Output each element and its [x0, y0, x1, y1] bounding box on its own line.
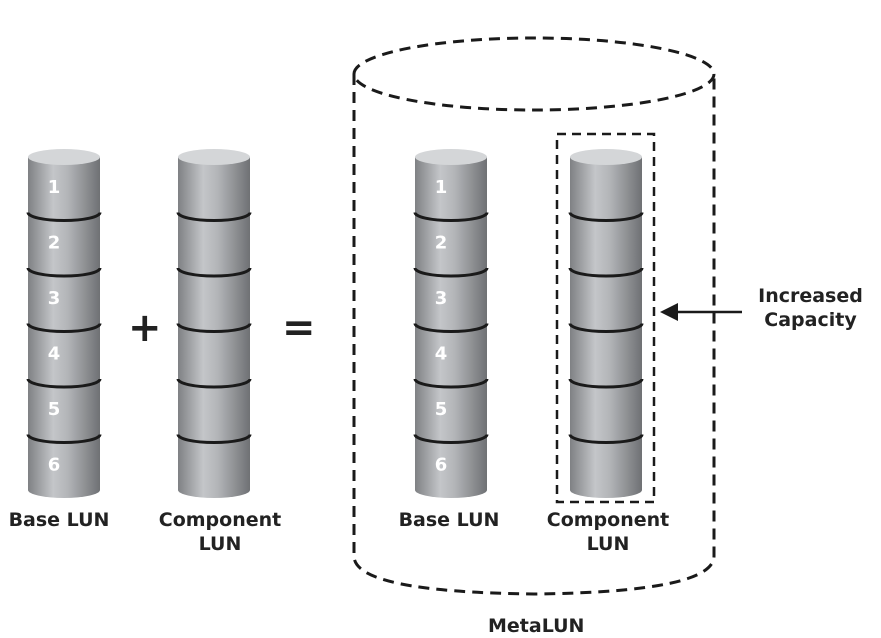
- left-base-lun-cylinder-segment-divider: [26, 267, 102, 278]
- left-base-lun-cylinder-segment-1-number: 1: [48, 177, 61, 198]
- component-lun-highlight-box: [555, 132, 656, 504]
- metalun-component-lun-cylinder-segment-divider: [568, 212, 644, 222]
- cylinders-layer: 1 2 3 4 5 6 1 2 3 4 5 6: [26, 149, 644, 498]
- metalun-base-lun-cylinder-segment-divider: [413, 378, 489, 389]
- metalun-base-lun-cylinder-segment-divider: [413, 434, 489, 444]
- callout-arrow: [660, 303, 742, 321]
- metalun-component-lun-label: Component LUN: [546, 509, 670, 555]
- metalun-label: MetaLUN: [484, 590, 589, 638]
- left-base-lun-cylinder-segment-divider: [26, 212, 102, 222]
- metalun-base-lun-cylinder-segment-6-number: 6: [435, 454, 448, 475]
- metalun-base-lun-cylinder-segment-1-number: 1: [435, 177, 448, 198]
- metalun-container: [352, 36, 716, 596]
- left-component-lun-cylinder-segment-divider: [176, 212, 252, 222]
- metalun-component-lun-cylinder-segment-divider: [568, 267, 644, 278]
- left-base-lun-cylinder-segment-2-number: 2: [48, 232, 61, 253]
- left-base-lun-cylinder-segment-divider: [26, 323, 102, 333]
- metalun-base-lun-cylinder-segment-2-number: 2: [435, 232, 448, 253]
- left-base-lun-cylinder-segment-divider: [26, 378, 102, 389]
- left-component-lun-cylinder-segment-divider: [176, 378, 252, 389]
- metalun-component-lun-cylinder-segment-divider: [568, 378, 644, 389]
- left-component-lun-cylinder-body: [178, 157, 250, 498]
- equals-symbol: =: [282, 305, 316, 351]
- left-component-lun-cylinder-segment-divider: [176, 434, 252, 444]
- metalun-base-lun-label: Base LUN: [398, 509, 500, 531]
- left-component-lun-cylinder-top-cap: [178, 149, 250, 165]
- metalun-base-lun-cylinder-segment-divider: [413, 212, 489, 222]
- metalun-label-text: MetaLUN: [484, 615, 589, 637]
- metalun-container-body: [352, 74, 716, 596]
- metalun-component-lun-cylinder: [568, 149, 644, 498]
- left-base-lun-cylinder-segment-5-number: 5: [48, 399, 61, 420]
- left-base-lun-cylinder-body: [28, 157, 100, 498]
- left-base-lun-cylinder-segment-6-number: 6: [48, 454, 61, 475]
- metalun-diagram: 1 2 3 4 5 6 1 2 3 4 5 6: [26, 36, 742, 596]
- metalun-base-lun-cylinder-segment-5-number: 5: [435, 399, 448, 420]
- metalun-base-lun-cylinder-segment-4-number: 4: [435, 343, 448, 364]
- left-component-lun-cylinder: [176, 149, 252, 498]
- metalun-base-lun-cylinder-segment-divider: [413, 323, 489, 333]
- metalun-container-top: [352, 36, 716, 112]
- left-base-lun-cylinder: 1 2 3 4 5 6: [26, 149, 102, 498]
- metalun-base-lun-cylinder-top-cap: [415, 149, 487, 165]
- left-base-lun-label: Base LUN: [8, 509, 110, 531]
- metalun-base-lun-cylinder-segment-3-number: 3: [435, 288, 448, 309]
- metalun-component-lun-cylinder-segment-divider: [568, 434, 644, 444]
- left-component-lun-label: Component LUN: [158, 509, 282, 555]
- metalun-base-lun-cylinder-body: [415, 157, 487, 498]
- left-component-lun-cylinder-segment-divider: [176, 267, 252, 278]
- left-component-lun-cylinder-segment-divider: [176, 323, 252, 333]
- left-base-lun-cylinder-top-cap: [28, 149, 100, 165]
- metalun-component-lun-cylinder-top-cap: [570, 149, 642, 165]
- metalun-component-lun-cylinder-segment-divider: [568, 323, 644, 333]
- increased-capacity-label: Increased Capacity: [758, 285, 863, 331]
- left-base-lun-cylinder-segment-3-number: 3: [48, 288, 61, 309]
- metalun-base-lun-cylinder: 1 2 3 4 5 6: [413, 149, 489, 498]
- left-base-lun-cylinder-segment-4-number: 4: [48, 343, 61, 364]
- metalun-component-lun-cylinder-body: [570, 157, 642, 498]
- left-base-lun-cylinder-segment-divider: [26, 434, 102, 444]
- metalun-base-lun-cylinder-segment-divider: [413, 267, 489, 278]
- plus-symbol: +: [128, 305, 162, 351]
